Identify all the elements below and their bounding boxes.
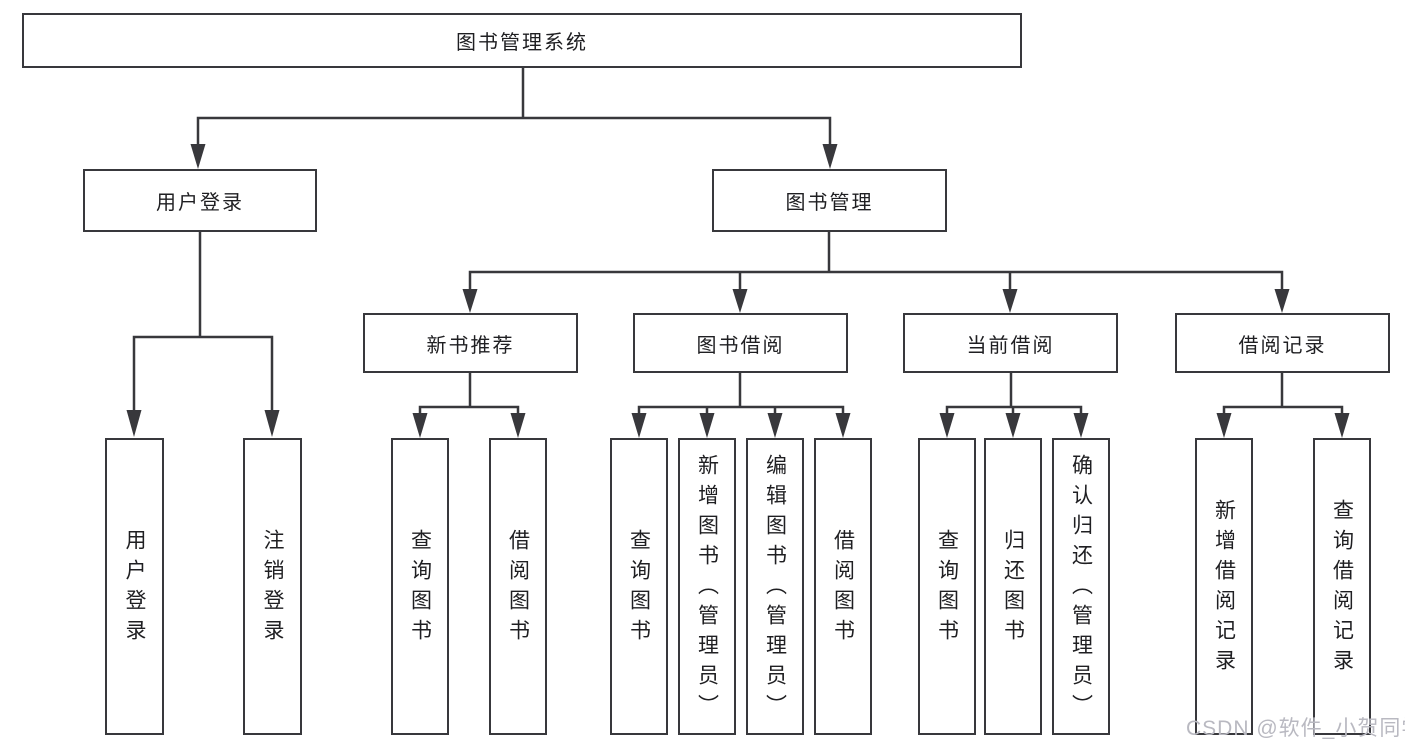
leaf-borrow-books-2: 借阅图书 <box>814 438 872 735</box>
node-book-management: 图书管理 <box>712 169 947 232</box>
node-new-book-recommend: 新书推荐 <box>363 313 578 373</box>
node-user-login: 用户登录 <box>83 169 317 232</box>
connector-current-to-leaves <box>939 371 1089 438</box>
node-book-borrow: 图书借阅 <box>633 313 848 373</box>
leaf-return-book: 归还图书 <box>984 438 1042 735</box>
leaf-logout: 注销登录 <box>243 438 302 735</box>
connector-root-to-level2 <box>190 66 838 169</box>
leaf-query-borrow-record: 查询借阅记录 <box>1313 438 1371 735</box>
node-current-borrow: 当前借阅 <box>903 313 1118 373</box>
leaf-add-borrow-record: 新增借阅记录 <box>1195 438 1253 735</box>
csdn-watermark: CSDN @软件_小贺同学 <box>1186 717 1405 740</box>
leaf-user-login: 用户登录 <box>105 438 164 735</box>
connector-newbook-to-leaves <box>412 371 526 438</box>
connector-userlogin-to-leaves <box>126 230 280 437</box>
node-borrow-records: 借阅记录 <box>1175 313 1390 373</box>
leaf-add-book-admin: 新增图书（管理员） <box>678 438 736 735</box>
connector-bookmgmt-to-level3 <box>462 230 1290 313</box>
connector-records-to-leaves <box>1216 371 1350 438</box>
leaf-query-books-2: 查询图书 <box>610 438 668 735</box>
connector-borrow-to-leaves <box>631 371 851 438</box>
leaf-query-books-3: 查询图书 <box>918 438 976 735</box>
leaf-edit-book-admin: 编辑图书（管理员） <box>746 438 804 735</box>
leaf-query-books-1: 查询图书 <box>391 438 449 735</box>
node-system-title: 图书管理系统 <box>22 13 1022 68</box>
leaf-borrow-books-1: 借阅图书 <box>489 438 547 735</box>
leaf-confirm-return-admin: 确认归还（管理员） <box>1052 438 1110 735</box>
